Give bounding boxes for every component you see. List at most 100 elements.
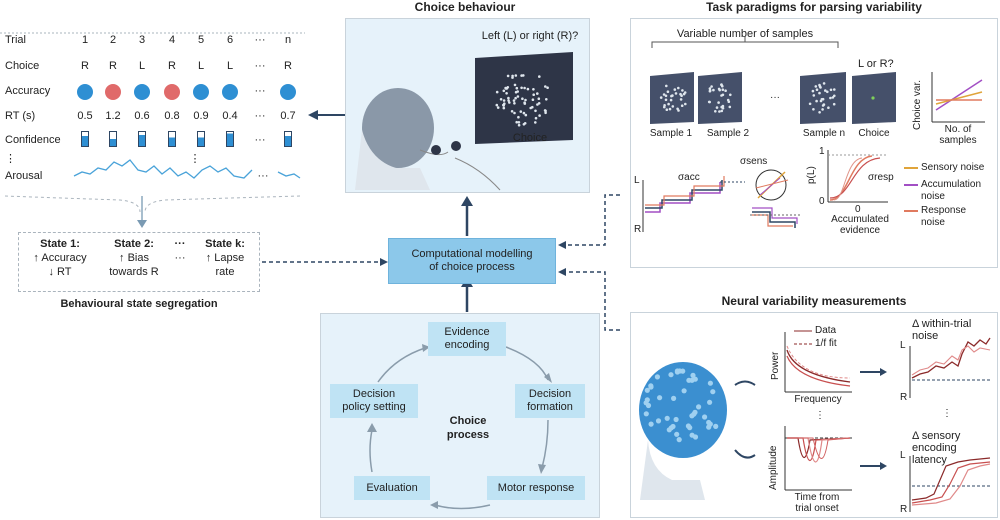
row-label: Confidence bbox=[5, 134, 61, 146]
state-desc1: ↑ Accuracy bbox=[33, 252, 87, 264]
dot bbox=[517, 123, 521, 127]
decision-policy-box: Decision policy setting bbox=[330, 384, 418, 418]
dot bbox=[714, 110, 717, 113]
dot bbox=[507, 99, 510, 102]
rt-cell: 0.4 bbox=[222, 110, 238, 122]
dot bbox=[832, 102, 836, 106]
electrode bbox=[664, 415, 670, 421]
dot bbox=[724, 89, 727, 92]
legend-sensory: Sensory noise bbox=[921, 162, 985, 173]
dot bbox=[715, 106, 719, 109]
psy-zero-x-label: 0 bbox=[855, 204, 861, 215]
dot bbox=[519, 110, 523, 113]
dot bbox=[811, 89, 815, 93]
state-name: State 2: bbox=[114, 238, 154, 250]
dot bbox=[815, 99, 818, 103]
dot bbox=[708, 89, 712, 92]
stimulus-dots bbox=[495, 74, 549, 127]
rt-cell: 0.9 bbox=[193, 110, 209, 122]
sample1-label: Sample 1 bbox=[649, 128, 693, 139]
policy-line1: Decision bbox=[352, 388, 396, 400]
dot bbox=[513, 102, 516, 105]
psy-curve2 bbox=[829, 157, 881, 199]
electrode bbox=[671, 395, 677, 401]
choice-behaviour-title: Choice behaviour bbox=[414, 0, 516, 14]
decision-line2: formation bbox=[527, 401, 573, 413]
dot bbox=[520, 86, 523, 90]
dot bbox=[507, 96, 510, 100]
dot bbox=[671, 94, 674, 97]
row-label: ⋮ bbox=[5, 153, 16, 165]
motor-response-box: Motor response bbox=[487, 476, 585, 500]
dot bbox=[665, 108, 669, 111]
acc-navy bbox=[645, 180, 723, 209]
dot bbox=[523, 122, 527, 125]
accuracy-dot bbox=[193, 84, 209, 100]
dot bbox=[727, 100, 731, 103]
time-line1: Time from bbox=[794, 492, 840, 503]
erp-curve3 bbox=[787, 437, 851, 463]
accuracy-dot bbox=[105, 84, 121, 100]
dot bbox=[808, 102, 812, 106]
electrode bbox=[644, 387, 650, 393]
dot bbox=[534, 121, 537, 124]
electrode bbox=[692, 434, 699, 440]
psy-one-label: 1 bbox=[819, 146, 825, 157]
row-label: RT (s) bbox=[5, 110, 36, 122]
dot bbox=[531, 98, 535, 101]
eeg-cap bbox=[639, 362, 727, 458]
time-line2: trial onset bbox=[795, 503, 839, 514]
dot bbox=[721, 88, 725, 91]
dot bbox=[708, 100, 711, 104]
dot bbox=[720, 83, 723, 86]
row-label: Arousal bbox=[5, 170, 43, 182]
electrode bbox=[707, 421, 713, 427]
sens-line1: Δ sensory bbox=[912, 430, 961, 442]
xaxis-line1: No. of bbox=[944, 124, 972, 135]
within-trace2 bbox=[911, 345, 991, 376]
modelling-line2: of choice process bbox=[429, 261, 515, 273]
dot bbox=[537, 97, 541, 100]
dot bbox=[729, 93, 732, 97]
state-name: State 1: bbox=[40, 238, 80, 250]
acc-R-label: R bbox=[634, 224, 642, 235]
legend-accumulation-line2: noise bbox=[921, 191, 945, 202]
evaluation-label: Evaluation bbox=[366, 481, 418, 494]
sens-arrow2 bbox=[759, 177, 781, 196]
electrode bbox=[687, 425, 693, 431]
dot bbox=[514, 90, 518, 94]
dot bbox=[721, 93, 725, 97]
legend-response-line1: Response bbox=[921, 205, 967, 216]
amplitude-label: Amplitude bbox=[768, 445, 779, 490]
sens-arrow3 bbox=[755, 179, 789, 189]
within-R: R bbox=[900, 392, 908, 403]
dot bbox=[513, 111, 516, 115]
dot bbox=[677, 86, 680, 90]
dot bbox=[821, 108, 824, 111]
sens-line3: latency bbox=[912, 454, 947, 466]
dot bbox=[526, 87, 530, 91]
sensory-circle bbox=[755, 169, 787, 201]
arrow-policy-to-evidence bbox=[377, 347, 426, 383]
arousal-trace bbox=[73, 159, 253, 179]
accuracy-dot bbox=[164, 84, 180, 100]
rt-cell: 1.2 bbox=[105, 110, 121, 122]
state-item: State 1:↑ Accuracy↓ RT bbox=[25, 237, 95, 279]
dot bbox=[720, 105, 723, 109]
dot bbox=[495, 103, 499, 107]
xaxis-line2: samples bbox=[939, 135, 977, 146]
no-of-samples-label: No. of samples bbox=[930, 124, 986, 146]
electrode bbox=[707, 399, 713, 405]
dot bbox=[712, 88, 715, 92]
person-body bbox=[355, 130, 430, 190]
choice-process-center: Choice process bbox=[430, 414, 506, 442]
choice-cell: R bbox=[109, 60, 117, 72]
time-onset-label: Time from trial onset bbox=[782, 492, 852, 514]
dot bbox=[529, 106, 532, 110]
frequency-label: Frequency bbox=[794, 394, 842, 405]
